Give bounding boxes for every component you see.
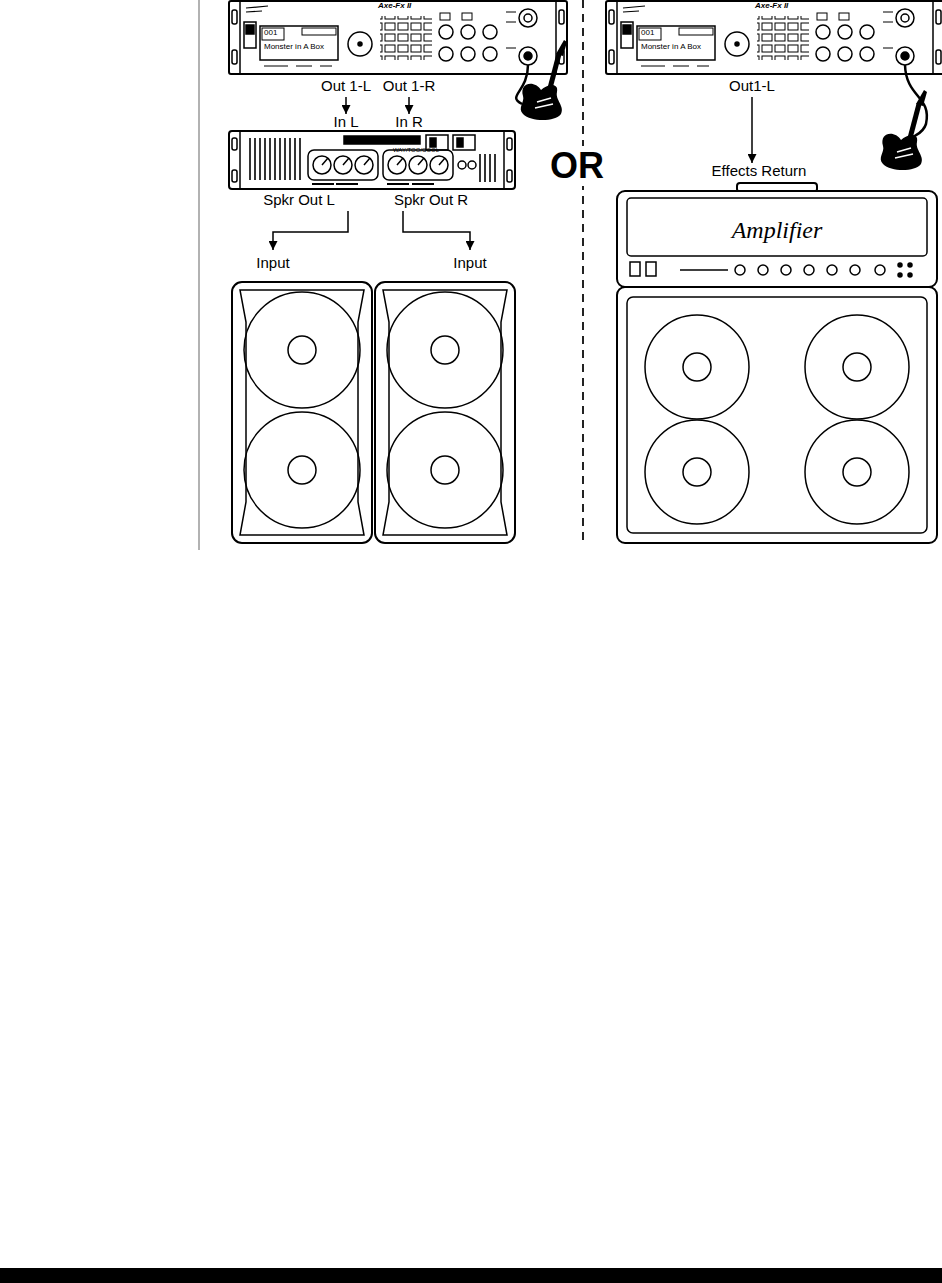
port-label: In R bbox=[395, 114, 423, 131]
port-label: In L bbox=[333, 114, 358, 131]
signal-arrow bbox=[345, 97, 347, 114]
display-text: Monster in A Box bbox=[641, 43, 701, 52]
brand-logo: Amplifier bbox=[732, 217, 823, 243]
port-label: Effects Return bbox=[712, 163, 807, 180]
signal-arrow bbox=[408, 97, 410, 114]
amplifier-head: Effects ReturnAmplifier bbox=[617, 163, 937, 287]
brand-label: WAY/TOO/COOL bbox=[393, 147, 439, 154]
port-label: Spkr Out R bbox=[394, 192, 468, 209]
port-label: Out 1-R bbox=[383, 78, 436, 95]
port-label: Out1-L bbox=[729, 78, 775, 95]
brand-label: Axe-Fx II bbox=[378, 2, 411, 11]
port-label: Input bbox=[453, 255, 486, 272]
display-text: Monster in A Box bbox=[264, 43, 324, 52]
signal-arrow bbox=[403, 211, 470, 250]
choice-label: OR bbox=[547, 146, 607, 186]
signal-arrow bbox=[751, 97, 753, 163]
port-label: Input bbox=[256, 255, 289, 272]
power-amp: In L In R WAY/TOO/COOL Spkr Out L Spkr Out R bbox=[228, 114, 516, 211]
multi-effects-unit: 001Monster in A Box Axe-Fx II Out 1-L Out 1… bbox=[228, 0, 568, 97]
signal-arrow bbox=[273, 211, 348, 250]
display-text: 001 bbox=[264, 29, 277, 38]
brand-label: Axe-Fx II bbox=[755, 2, 788, 11]
speaker-cabinet: Input bbox=[232, 250, 372, 543]
display-text: 001 bbox=[641, 29, 654, 38]
port-label: Out 1-L bbox=[321, 78, 371, 95]
multi-effects-unit: 001Monster in A Box Axe-Fx II Out1-L bbox=[605, 0, 942, 97]
port-label: Spkr Out L bbox=[263, 192, 335, 209]
speaker-cabinet: Input bbox=[375, 250, 516, 543]
